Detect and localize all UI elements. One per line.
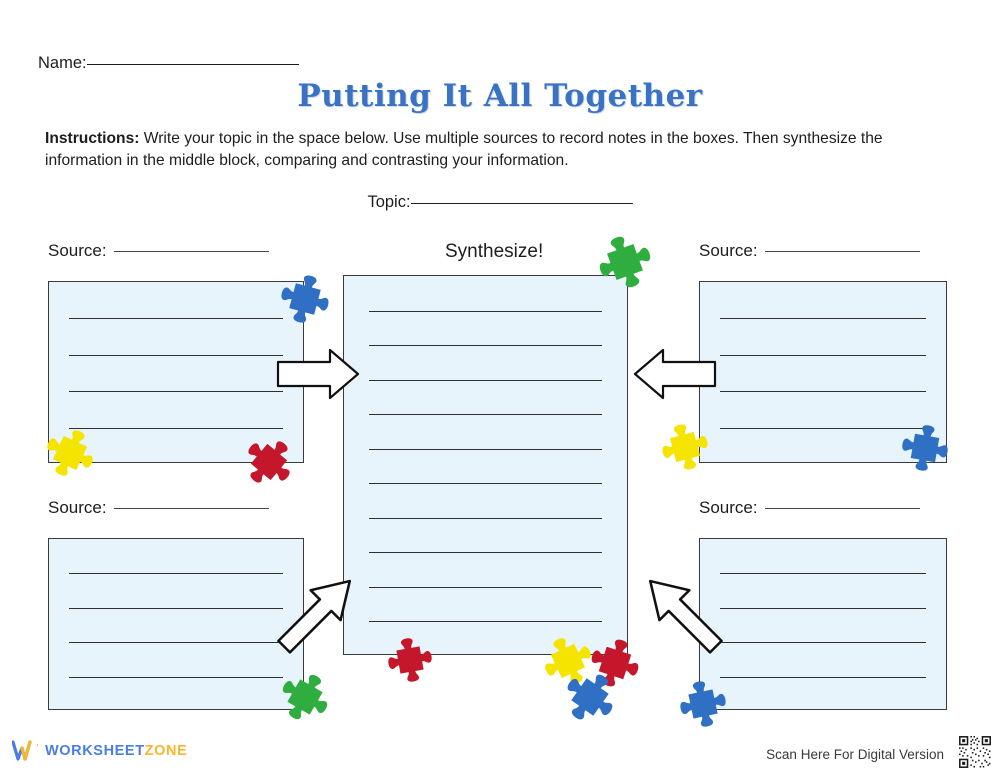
write-line[interactable] <box>719 318 927 319</box>
scan-instruction-text: Scan Here For Digital Version <box>766 747 944 762</box>
instructions-paragraph: Instructions: Write your topic in the sp… <box>45 128 945 172</box>
write-line[interactable] <box>69 391 283 392</box>
name-field-row: Name: <box>38 54 299 73</box>
name-write-line[interactable] <box>86 64 299 65</box>
write-line[interactable] <box>369 380 602 381</box>
synthesize-label: Synthesize! <box>445 241 544 262</box>
puzzle-piece-blue-3 <box>555 662 625 732</box>
write-line[interactable] <box>719 677 927 678</box>
source-label-bottom-left-text: Source: <box>48 498 107 517</box>
page-title: Putting It All Together <box>297 78 703 114</box>
write-line[interactable] <box>719 642 927 643</box>
qr-code-icon[interactable] <box>958 735 992 769</box>
source-bottom-left-write-line[interactable] <box>113 508 269 509</box>
name-label: Name: <box>38 54 87 72</box>
write-line[interactable] <box>369 311 602 312</box>
instructions-text: Write your topic in the space below. Use… <box>45 130 883 170</box>
worksheet-zone-logo: WORKSHEETZONE <box>12 740 187 762</box>
write-line[interactable] <box>719 608 927 609</box>
write-line[interactable] <box>69 642 283 643</box>
source-label-top-left: Source: <box>48 241 269 261</box>
write-line[interactable] <box>369 621 602 622</box>
write-line[interactable] <box>69 573 283 574</box>
source-label-top-right-text: Source: <box>699 241 758 260</box>
logo-text: WORKSHEETZONE <box>45 743 187 759</box>
topic-field-row: Topic: <box>0 193 1000 212</box>
write-line[interactable] <box>369 552 602 553</box>
source-label-top-right: Source: <box>699 241 920 261</box>
write-line[interactable] <box>719 391 927 392</box>
write-line[interactable] <box>69 677 283 678</box>
write-line[interactable] <box>719 355 927 356</box>
logo-secondary-text: ZONE <box>144 743 188 759</box>
logo-w-icon <box>12 740 38 761</box>
write-line[interactable] <box>69 355 283 356</box>
source-bottom-right-write-line[interactable] <box>764 508 920 509</box>
source-label-bottom-right-text: Source: <box>699 498 758 517</box>
write-line[interactable] <box>69 318 283 319</box>
source-label-bottom-left: Source: <box>48 498 269 518</box>
topic-write-line[interactable] <box>410 203 633 204</box>
write-line[interactable] <box>369 345 602 346</box>
source-top-left-write-line[interactable] <box>113 251 269 252</box>
write-line[interactable] <box>69 608 283 609</box>
write-line[interactable] <box>369 483 602 484</box>
write-line[interactable] <box>719 573 927 574</box>
source-label-top-left-text: Source: <box>48 241 107 260</box>
synthesize-box[interactable] <box>343 275 628 655</box>
logo-primary-text: WORKSHEET <box>45 743 145 759</box>
write-line[interactable] <box>369 449 602 450</box>
write-line[interactable] <box>69 428 283 429</box>
source-box-bottom-right[interactable] <box>699 538 947 710</box>
topic-label: Topic: <box>367 193 411 211</box>
instructions-label: Instructions: <box>45 130 140 147</box>
write-line[interactable] <box>369 587 602 588</box>
source-label-bottom-right: Source: <box>699 498 920 518</box>
write-line[interactable] <box>369 518 602 519</box>
source-box-top-right[interactable] <box>699 281 947 463</box>
source-box-bottom-left[interactable] <box>48 538 304 710</box>
write-line[interactable] <box>369 414 602 415</box>
source-top-right-write-line[interactable] <box>764 251 920 252</box>
source-box-top-left[interactable] <box>48 281 304 463</box>
write-line[interactable] <box>719 428 927 429</box>
